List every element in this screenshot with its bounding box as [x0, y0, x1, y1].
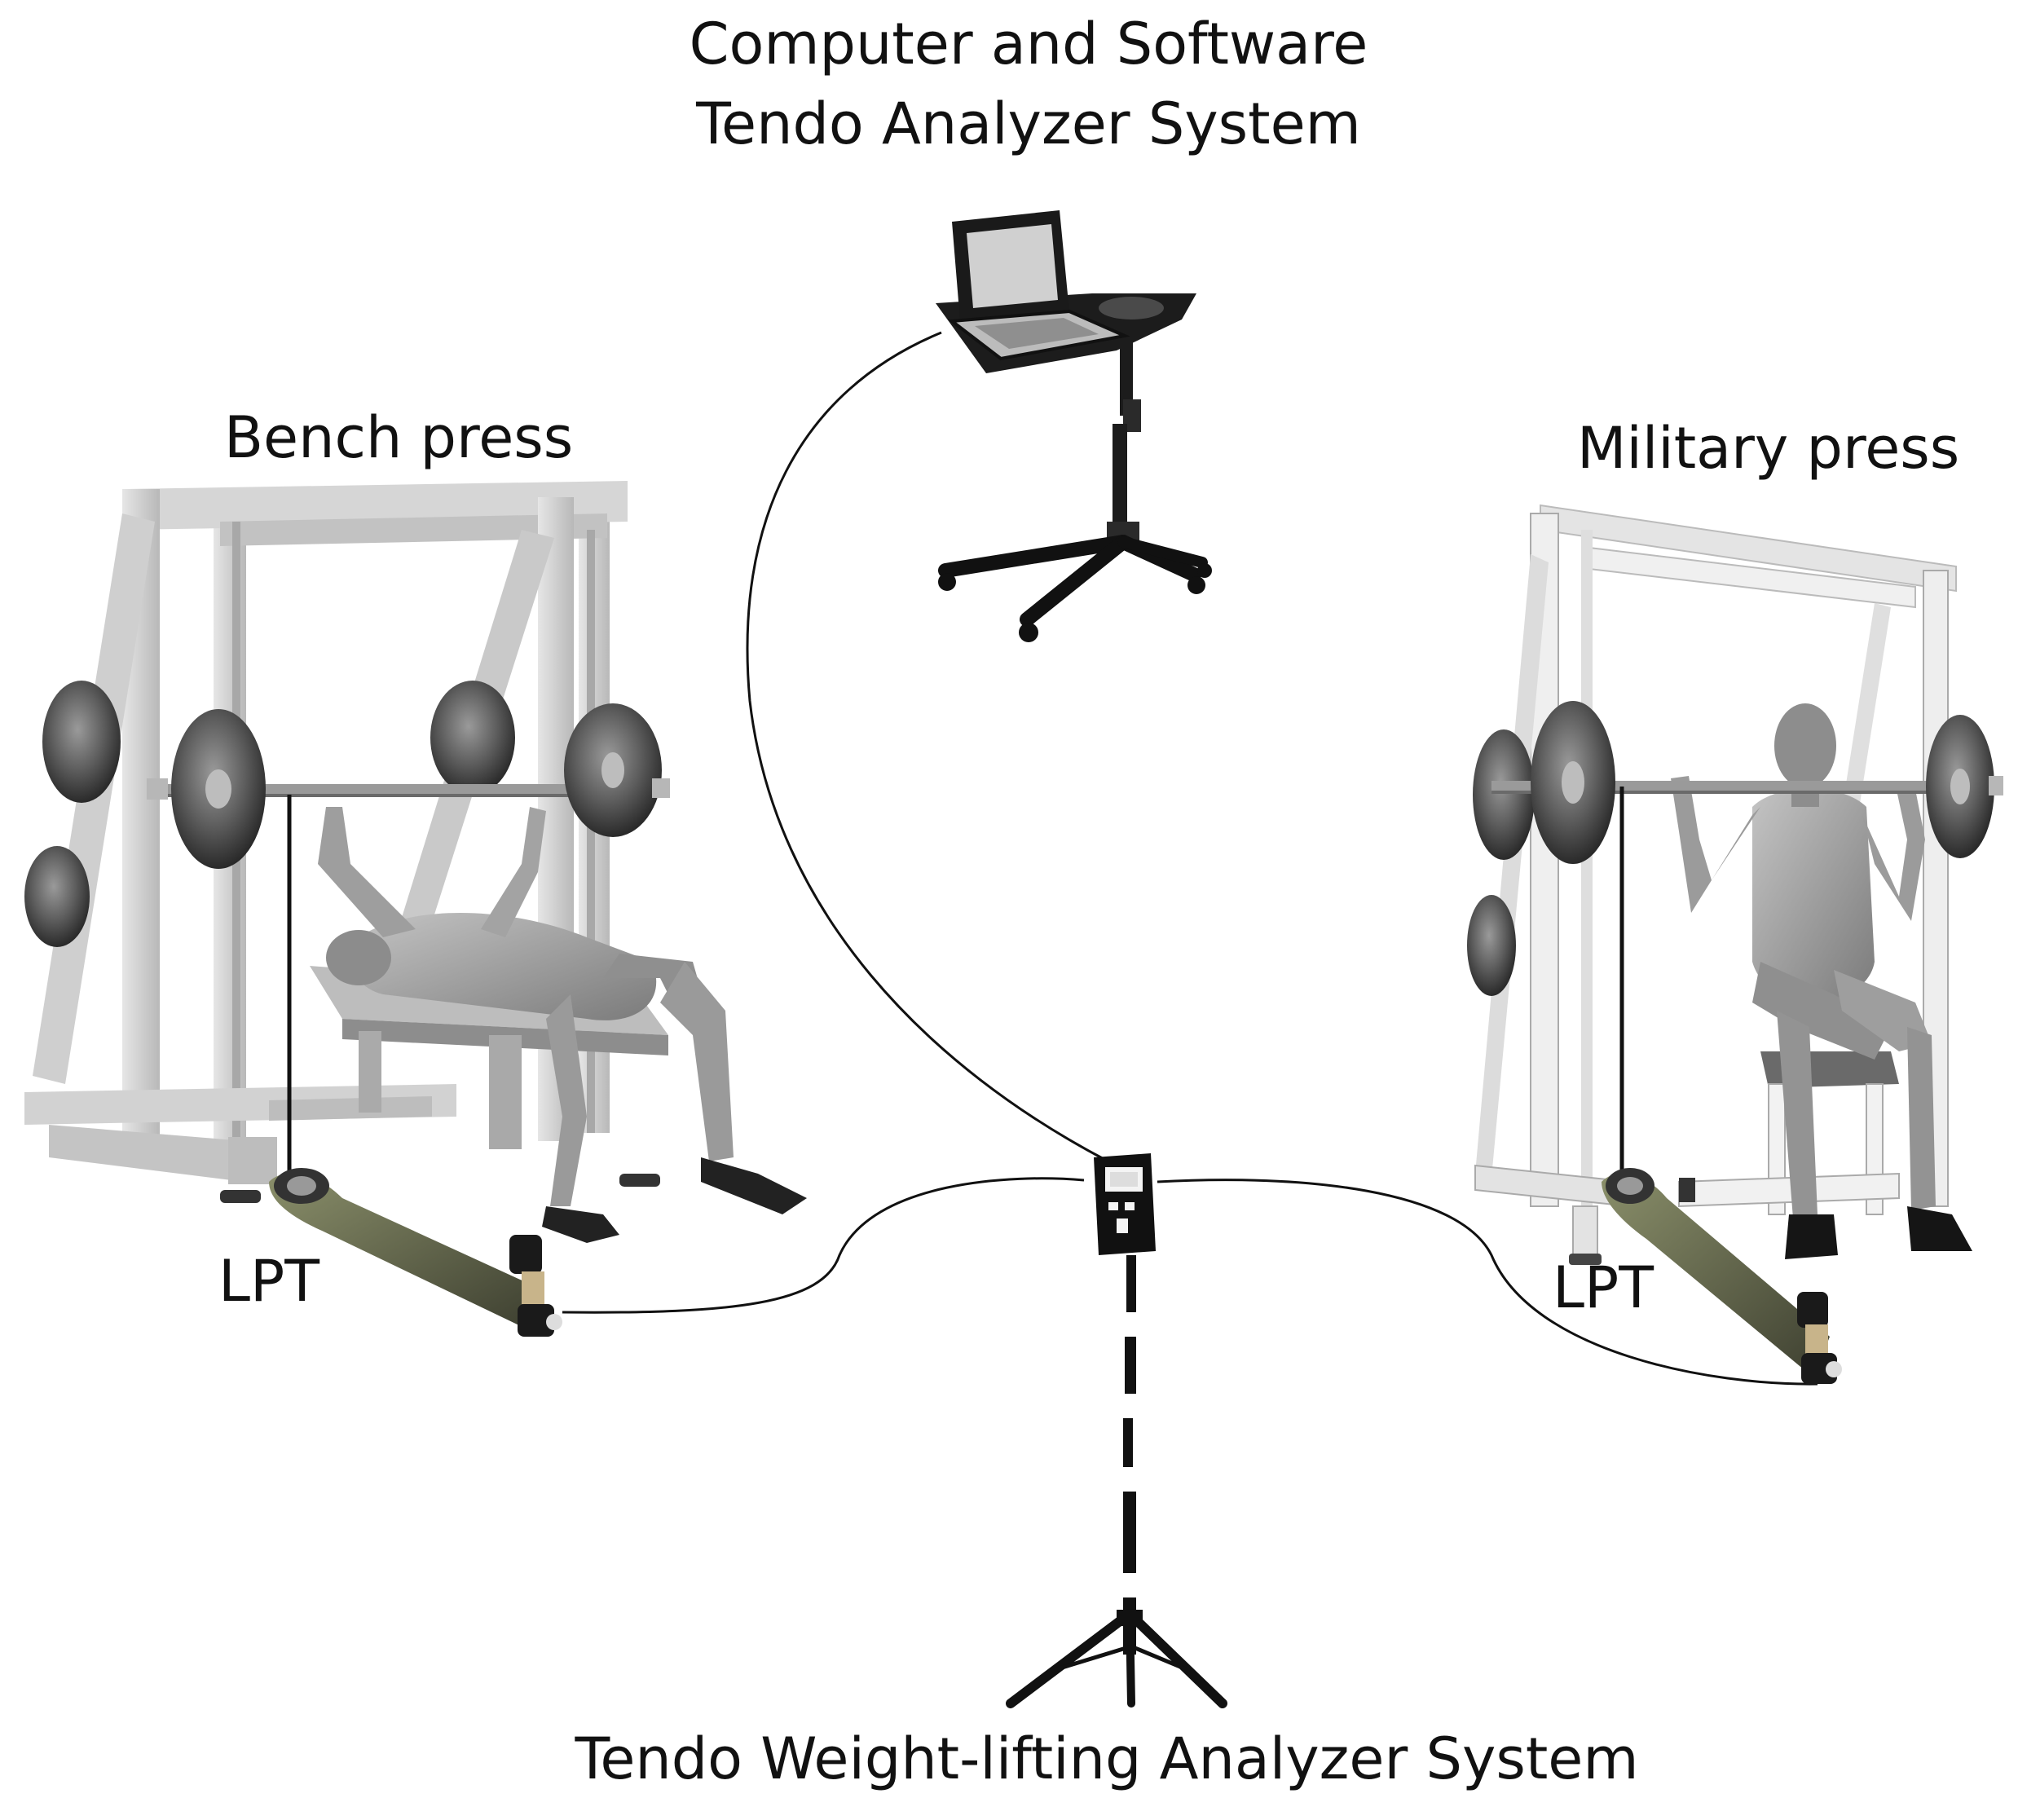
cable-left-lpt-to-unit [562, 1177, 1085, 1314]
athlete-figure-icon [1671, 703, 1972, 1259]
weight-plate-icon [1531, 701, 1615, 864]
weight-plate-icon [564, 703, 662, 837]
computer-label-line2: Tendo Analyzer System [696, 90, 1361, 157]
cable-computer-to-unit [746, 331, 1109, 1163]
barbell-left-icon [147, 703, 670, 869]
military-press-label: Military press [1577, 415, 1960, 482]
weight-plate-icon [171, 709, 266, 869]
computer-label-line1: Computer and Software [689, 11, 1368, 77]
military-press-machine-icon [1467, 504, 1957, 1265]
cable-right-lpt-to-unit [1157, 1179, 1818, 1386]
bench-press-label: Bench press [224, 404, 574, 471]
weight-plate-icon [1926, 715, 1994, 858]
lpt-label-left: LPT [218, 1248, 319, 1315]
analyzer-system-label: Tendo Weight-lifting Analyzer System [575, 1725, 1639, 1792]
tripod-icon [1006, 1255, 1227, 1708]
lpt-label-right: LPT [1553, 1254, 1654, 1321]
barbell-right-icon [1491, 701, 2003, 864]
tendo-unit-icon [1094, 1153, 1156, 1255]
laptop-icon [947, 210, 1130, 361]
athlete-figure-icon [318, 807, 807, 1243]
lpt-sensor-icon [1602, 1168, 1842, 1384]
lpt-sensor-icon [269, 1168, 562, 1337]
